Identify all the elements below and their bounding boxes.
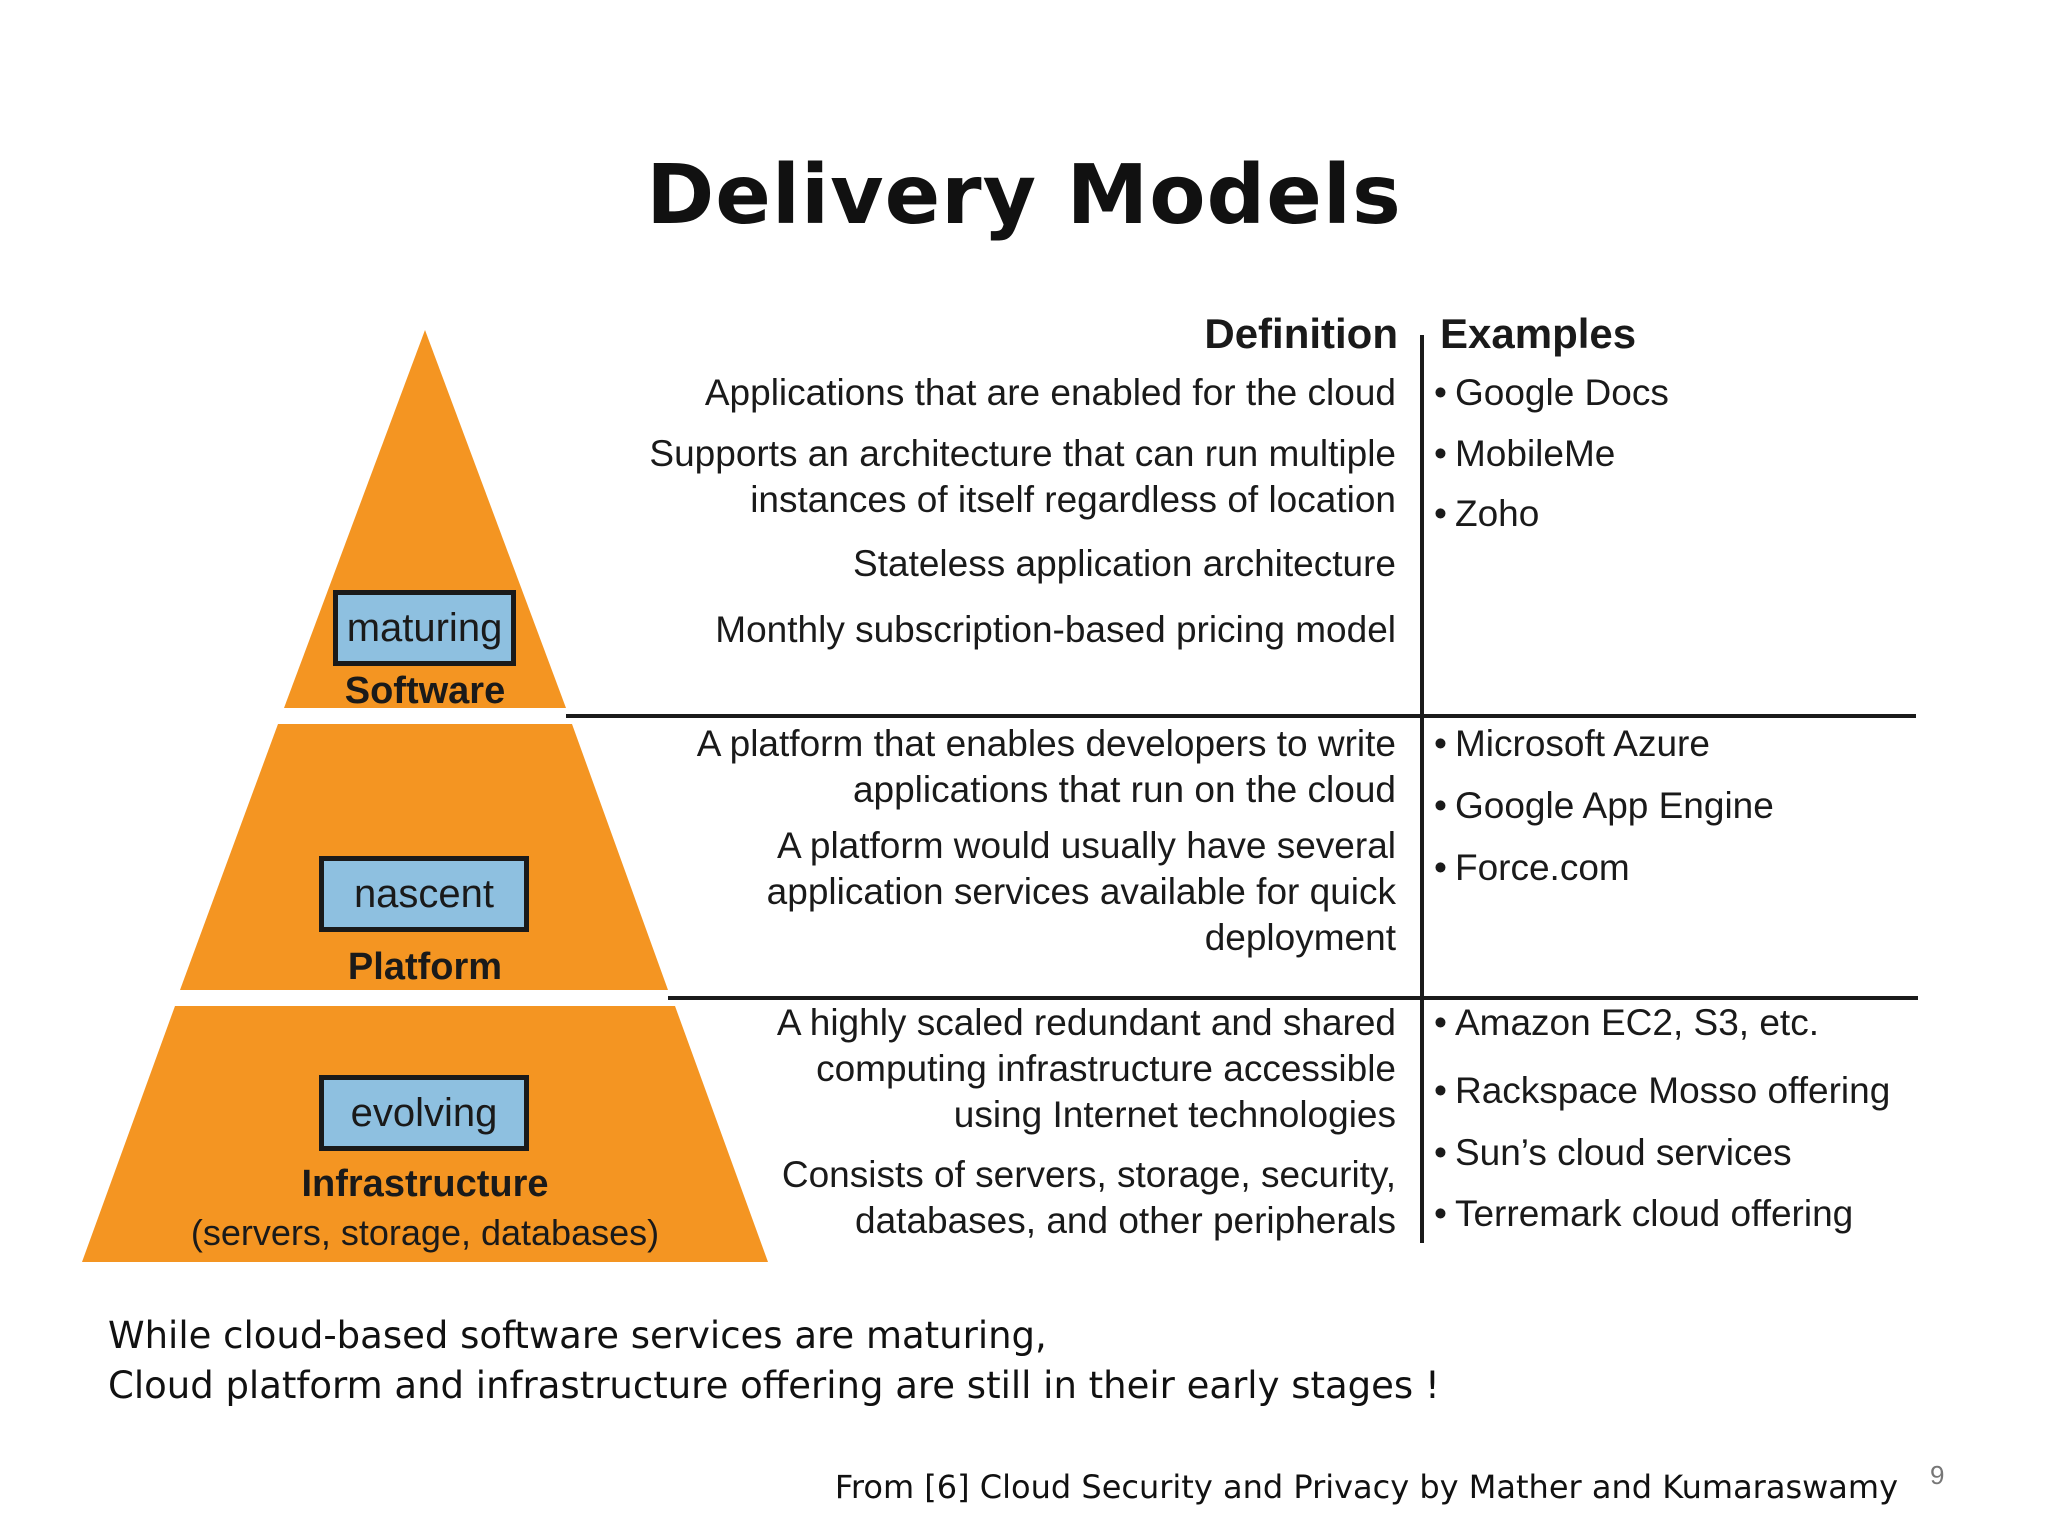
bullet-icon: • (1434, 372, 1447, 413)
example-item: •Google App Engine (1434, 785, 1774, 826)
example-item: •Sun’s cloud services (1434, 1132, 1792, 1173)
bullet-icon: • (1434, 847, 1447, 888)
bullet-icon: • (1434, 785, 1447, 826)
bullet-icon: • (1434, 433, 1447, 474)
bullet-icon: • (1434, 1002, 1447, 1043)
row-divider-platform-infrastructure (668, 996, 1918, 1000)
bullet-icon: • (1434, 1193, 1447, 1234)
column-header-examples: Examples (1440, 310, 1637, 357)
definition-text: applications that run on the cloud (852, 769, 1396, 810)
column-divider (1420, 335, 1424, 1243)
layer-label-software: Software (344, 670, 506, 712)
example-item: •Rackspace Mosso offering (1434, 1070, 1891, 1111)
example-item: •Google Docs (1434, 372, 1669, 413)
example-item: •Zoho (1434, 493, 1540, 534)
definition-text: computing infrastructure accessible (816, 1048, 1396, 1089)
definition-text: Supports an architecture that can run mu… (649, 433, 1396, 474)
definition-text: Applications that are enabled for the cl… (704, 372, 1396, 413)
definition-text: Consists of servers, storage, security, (781, 1154, 1396, 1195)
example-item: •Amazon EC2, S3, etc. (1434, 1002, 1819, 1043)
page-number: 9 (1930, 1460, 1945, 1490)
stage-badge-nascent: nascent (319, 856, 529, 932)
definition-text: A highly scaled redundant and shared (776, 1002, 1396, 1043)
row-divider-software-platform (566, 714, 1916, 718)
source-citation: From [6] Cloud Security and Privacy by M… (834, 1468, 1898, 1506)
layer-sublabel-infrastructure: (servers, storage, databases) (190, 1212, 660, 1253)
bullet-icon: • (1434, 723, 1447, 764)
example-item: •Terremark cloud offering (1434, 1193, 1854, 1234)
example-item: •Force.com (1434, 847, 1630, 888)
definition-text: Monthly subscription-based pricing model (715, 609, 1396, 650)
definition-text: Stateless application architecture (853, 543, 1396, 584)
slide-title: Delivery Models (646, 148, 1402, 243)
example-item: •Microsoft Azure (1434, 723, 1710, 764)
summary-note-line-2: Cloud platform and infrastructure offeri… (108, 1364, 1440, 1407)
definition-text: instances of itself regardless of locati… (750, 479, 1396, 520)
bullet-icon: • (1434, 1132, 1447, 1173)
layer-label-infrastructure: Infrastructure (301, 1163, 549, 1205)
column-header-definition: Definition (1204, 310, 1398, 357)
stage-badge-maturing: maturing (333, 590, 516, 666)
example-item: •MobileMe (1434, 433, 1616, 474)
definition-text: A platform that enables developers to wr… (696, 723, 1396, 764)
summary-note-line-1: While cloud-based software services are … (108, 1314, 1047, 1357)
definition-text: using Internet technologies (953, 1094, 1396, 1135)
definition-text: databases, and other peripherals (855, 1200, 1396, 1241)
bullet-icon: • (1434, 1070, 1447, 1111)
definition-text: A platform would usually have several (776, 825, 1396, 866)
layer-label-platform: Platform (347, 946, 503, 988)
definition-text: deployment (1204, 917, 1396, 958)
bullet-icon: • (1434, 493, 1447, 534)
stage-badge-evolving: evolving (319, 1075, 529, 1151)
definition-text: application services available for quick (766, 871, 1396, 912)
